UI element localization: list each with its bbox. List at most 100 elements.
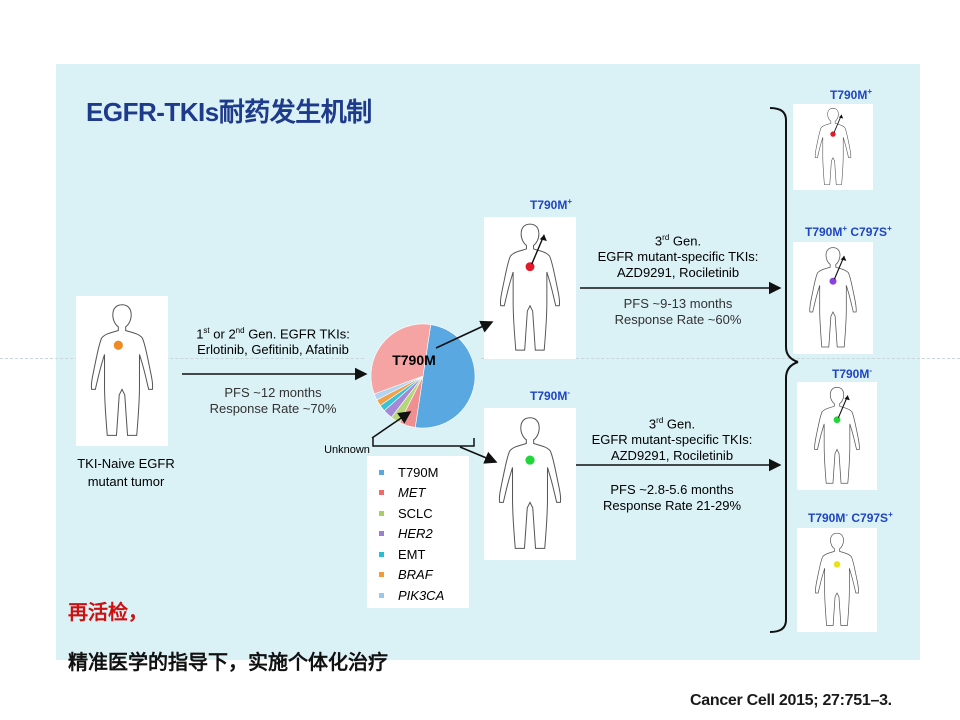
legend-label: MET bbox=[398, 485, 426, 500]
third-gen-drugs: AZD9291, Rociletinib bbox=[616, 265, 740, 281]
tag-sign: + bbox=[842, 224, 848, 233]
naive-patient-figure bbox=[76, 296, 168, 446]
first-gen-rr: Response Rate ~70% bbox=[209, 401, 337, 416]
human-silhouette-icon bbox=[809, 247, 857, 348]
citation: Cancer Cell 2015; 27:751–3. bbox=[690, 692, 892, 709]
naive-caption: TKI-Naive EGFR mutant tumor bbox=[56, 455, 196, 491]
legend-swatch bbox=[379, 531, 384, 536]
human-silhouette-icon bbox=[814, 108, 852, 185]
first-gen-label: 1st or 2nd Gen. EGFR TKIs: Erlotinib, Ge… bbox=[180, 323, 366, 358]
third-gen-text: 3 bbox=[654, 233, 663, 249]
tag-text: T790M bbox=[830, 88, 868, 102]
legend-item: BRAF bbox=[379, 565, 433, 585]
human-silhouette-icon bbox=[500, 223, 560, 351]
third-gen-upper-outcome: PFS ~9-13 months Response Rate ~60% bbox=[578, 296, 778, 328]
legend-item: SCLC bbox=[379, 503, 433, 523]
tumor-dot bbox=[525, 455, 535, 465]
tumor-dot bbox=[833, 561, 841, 568]
legend-label: BRAF bbox=[398, 567, 433, 582]
body-outline bbox=[90, 304, 154, 436]
tag-text: T790M bbox=[530, 198, 568, 212]
tag-sign: - bbox=[845, 510, 849, 519]
precision-medicine-text: 精准医学的指导下，实施个体化治疗 bbox=[68, 652, 388, 674]
third-gen-pfs: PFS ~2.8-5.6 months bbox=[610, 482, 734, 497]
legend-label: EMT bbox=[398, 546, 426, 562]
first-gen-sup: st bbox=[203, 326, 210, 335]
right-tag-4: T790M- C797S+ bbox=[808, 510, 893, 525]
legend-item: EMT bbox=[379, 544, 425, 564]
legend-swatch bbox=[379, 510, 384, 516]
legend-swatch bbox=[379, 551, 384, 557]
third-gen-desc: EGFR mutant-specific TKIs: bbox=[591, 432, 753, 448]
body-outline bbox=[815, 532, 859, 626]
body-outline bbox=[809, 247, 857, 348]
legend-item: PIK3CA bbox=[379, 585, 444, 605]
right-figure-t790m-pos bbox=[793, 104, 873, 190]
legend-swatch bbox=[379, 490, 384, 495]
third-gen-sup: rd bbox=[662, 233, 670, 242]
mutation-arrowhead bbox=[844, 395, 850, 401]
tag-sign: - bbox=[869, 366, 873, 375]
right-tag-2: T790M+ C797S+ bbox=[805, 224, 892, 239]
human-silhouette-icon bbox=[90, 304, 154, 436]
first-gen-sup: nd bbox=[235, 326, 245, 335]
third-gen-desc: EGFR mutant-specific TKIs: bbox=[597, 249, 759, 265]
third-gen-text: Gen. bbox=[669, 233, 702, 249]
mid-lower-tag: T790M- bbox=[530, 388, 570, 403]
third-gen-text: Gen. bbox=[663, 416, 696, 432]
tag-text: C797S bbox=[847, 225, 888, 239]
legend-label: PIK3CA bbox=[398, 587, 445, 603]
body-outline bbox=[814, 387, 860, 484]
third-gen-rr: Response Rate 21-29% bbox=[602, 498, 742, 513]
resistance-pie-chart bbox=[370, 323, 476, 429]
first-gen-outcome: PFS ~12 months Response Rate ~70% bbox=[180, 385, 366, 417]
body-outline bbox=[814, 108, 852, 185]
mutation-arrowhead bbox=[840, 256, 847, 261]
guide-dashed-line bbox=[0, 358, 960, 359]
tag-sign: + bbox=[867, 87, 873, 96]
tag-sign: + bbox=[887, 224, 892, 233]
t790m-negative-patient-figure bbox=[484, 408, 576, 560]
unknown-label: Unknown bbox=[324, 444, 370, 456]
third-gen-upper-label: 3rd Gen. EGFR mutant-specific TKIs: AZD9… bbox=[578, 230, 778, 281]
right-tag-3: T790M- bbox=[832, 366, 872, 381]
legend-item: MET bbox=[379, 483, 425, 503]
legend-item: HER2 bbox=[379, 524, 433, 544]
pie-center-label: T790M bbox=[392, 352, 436, 368]
third-gen-lower-outcome: PFS ~2.8-5.6 months Response Rate 21-29% bbox=[572, 482, 772, 514]
tag-text: T790M bbox=[530, 389, 568, 403]
tag-sign: + bbox=[567, 197, 573, 206]
right-figure-t790m-neg bbox=[797, 382, 877, 490]
legend-swatch bbox=[379, 572, 384, 577]
legend-item: T790M bbox=[379, 462, 438, 482]
first-gen-pfs: PFS ~12 months bbox=[224, 385, 322, 400]
tag-text: T790M bbox=[805, 225, 843, 239]
slide-panel bbox=[56, 64, 920, 660]
human-silhouette-icon bbox=[814, 387, 860, 484]
human-silhouette-icon bbox=[815, 532, 859, 626]
legend-swatch bbox=[379, 592, 384, 598]
mutation-arrowhead bbox=[838, 114, 844, 119]
naive-caption-text: TKI-Naive EGFR mutant tumor bbox=[77, 456, 175, 489]
slide-title: EGFR-TKIs耐药发生机制 bbox=[86, 97, 372, 127]
tag-sign: + bbox=[888, 510, 893, 519]
tumor-dot bbox=[525, 262, 535, 272]
right-figure-t790m-pos-c797s-pos bbox=[793, 242, 873, 354]
third-gen-lower-label: 3rd Gen. EGFR mutant-specific TKIs: AZD9… bbox=[572, 413, 772, 464]
right-figure-t790m-neg-c797s-pos bbox=[797, 528, 877, 632]
third-gen-rr: Response Rate ~60% bbox=[614, 312, 742, 327]
body-outline bbox=[498, 417, 562, 549]
mutation-arrowhead bbox=[539, 234, 547, 241]
resistance-pie-box bbox=[366, 314, 480, 438]
legend-label: HER2 bbox=[398, 526, 433, 541]
first-gen-text: 1 bbox=[196, 326, 204, 342]
third-gen-drugs: AZD9291, Rociletinib bbox=[610, 448, 734, 464]
legend-label: SCLC bbox=[398, 505, 433, 521]
body-outline bbox=[500, 223, 560, 351]
first-gen-text: Gen. EGFR TKIs: bbox=[244, 326, 350, 342]
tumor-dot bbox=[830, 131, 836, 137]
tag-text: T790M bbox=[808, 511, 846, 525]
first-gen-text: or 2 bbox=[209, 326, 236, 342]
legend-label: T790M bbox=[398, 464, 439, 480]
